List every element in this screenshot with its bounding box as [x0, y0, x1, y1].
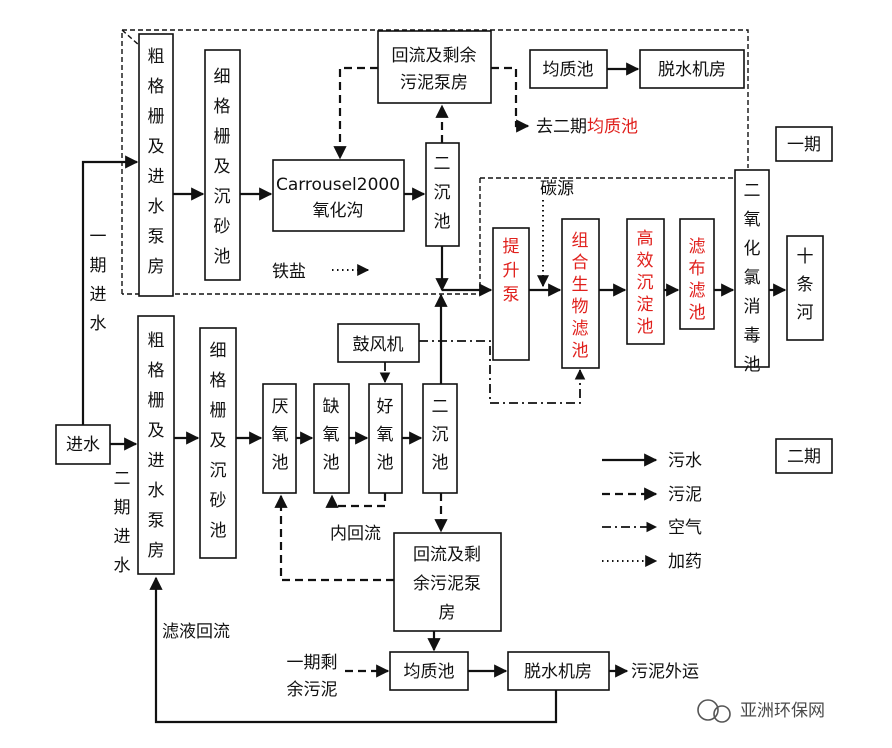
p1-equal-box: [529, 49, 608, 89]
p2-return-line2: 余污泥泵: [413, 574, 481, 594]
p1-clarifier-label: 二沉池: [434, 154, 451, 232]
lift-pump-box: [492, 227, 530, 361]
p2-equal-label: 均质池: [404, 662, 455, 682]
anaerobic-box: [262, 383, 297, 494]
wechat-icon: [697, 699, 719, 721]
disinfect-label: 二氧化氯消毒池: [744, 181, 761, 375]
phase2-tag: 二期: [787, 447, 821, 467]
bio-filter-box: [561, 218, 600, 369]
carrousel-box: [272, 159, 405, 232]
sludge-flow-lines: [274, 66, 530, 678]
phase2-tag-box: [775, 438, 833, 474]
iron-salt-label: 铁盐: [272, 262, 306, 282]
blower-label: 鼓风机: [353, 335, 404, 355]
p2-equal-box: [389, 651, 469, 691]
inlet-box: [55, 424, 111, 465]
air-flow-lines: [379, 340, 586, 404]
watermark-text: 亚洲环保网: [740, 701, 825, 721]
p2-clarifier-label: 二沉池: [432, 397, 449, 473]
internal-return-label: 内回流: [330, 524, 381, 544]
p2-return-box: [393, 532, 502, 632]
p2-dewater-box: [507, 651, 610, 691]
blower-box: [337, 323, 420, 363]
p1-sludge-line1: 一期剩: [287, 653, 338, 673]
phase1-tag: 一期: [787, 135, 821, 155]
phase2-inlet-label: 二期进水: [114, 469, 131, 576]
p1-clarifier-box: [425, 142, 460, 247]
filtrate-return-label: 滤液回流: [162, 622, 230, 642]
anoxic-box: [313, 383, 350, 494]
aerobic-label: 好氧池: [377, 397, 394, 473]
inlet-label: 进水: [66, 435, 100, 455]
sludge-out-label: 污泥外运: [631, 662, 699, 682]
p2-fine-screen-box: [199, 327, 237, 559]
dosing-lines: [332, 200, 549, 288]
hi-settle-box: [626, 218, 665, 345]
carrousel-line1: Carrousel2000: [276, 175, 400, 195]
p1-return-line2: 污泥泵房: [400, 73, 468, 93]
legend-sludge: 污泥: [668, 485, 702, 505]
p1-equal-label: 均质池: [543, 60, 594, 80]
anaerobic-label: 厌氧池: [272, 397, 289, 473]
legend-dosing: 加药: [668, 552, 702, 572]
anoxic-label: 缺氧池: [323, 397, 340, 473]
sewage-flow-lines: [81, 62, 787, 724]
p2-dewater-label: 脱水机房: [524, 662, 592, 682]
watermark: 亚洲环保网: [697, 699, 825, 723]
lift-pump-label: 提升泵: [503, 237, 520, 305]
p1-dewater-label: 脱水机房: [658, 60, 726, 80]
p1-coarse-screen-box: [138, 33, 174, 297]
hi-settle-label: 高效沉淀池: [637, 229, 654, 337]
p1-return-line1: 回流及剩余: [392, 46, 477, 66]
p2-coarse-screen-box: [137, 315, 175, 575]
river-label: 十条河: [797, 247, 814, 323]
phase1-tag-box: [775, 126, 833, 162]
phase1-boundary-diagonal: [121, 29, 141, 47]
p2-fine-screen-label: 细格栅及沉砂池: [210, 341, 227, 541]
to-p2-label: 去二期均质池: [536, 117, 638, 137]
aerobic-box: [368, 383, 403, 494]
carrousel-line2: 氧化沟: [313, 201, 364, 221]
legend-air: 空气: [668, 518, 702, 538]
p2-return-line3: 房: [439, 603, 456, 623]
p1-sludge-line2: 余污泥: [287, 680, 338, 700]
p2-return-line1: 回流及剩: [413, 545, 481, 565]
river-box: [786, 235, 824, 341]
p1-fine-screen-label: 细格栅及沉砂池: [214, 67, 231, 267]
phase1-inlet-label: 一期进水: [90, 227, 107, 334]
p2-coarse-screen-label: 粗格栅及进水泵房: [148, 331, 165, 561]
disinfect-box: [734, 169, 770, 368]
legend: 污水 污泥 空气 加药: [602, 451, 702, 572]
carbon-source-label: 碳源: [540, 179, 574, 199]
p1-dewater-box: [639, 49, 745, 89]
legend-sewage: 污水: [668, 451, 702, 471]
bio-filter-label: 组合生物滤池: [572, 231, 589, 361]
cloth-filter-label: 滤布滤池: [689, 237, 706, 323]
cloth-filter-box: [679, 218, 715, 330]
p1-coarse-screen-label: 粗格栅及进水泵房: [148, 47, 165, 277]
p1-fine-screen-box: [204, 49, 241, 281]
